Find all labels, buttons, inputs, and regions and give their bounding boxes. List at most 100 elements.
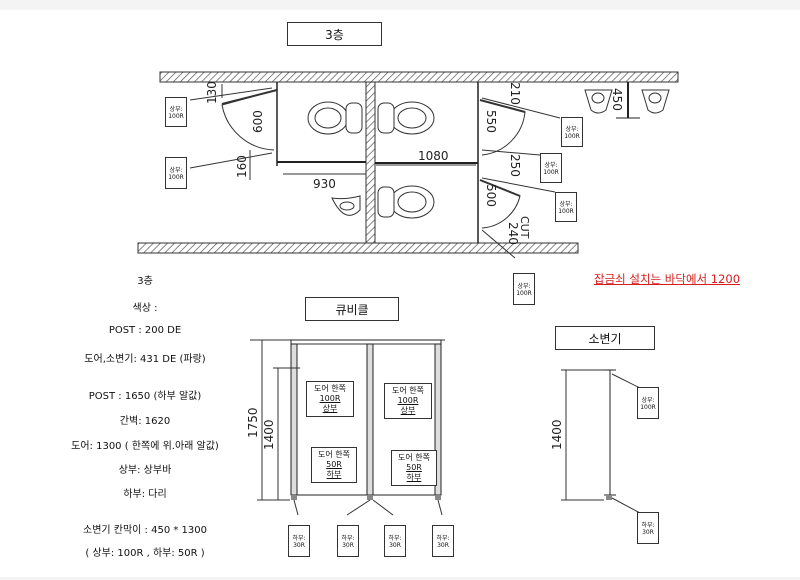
door-label-text: 50R [406,463,422,472]
tag-text: 하부: [436,535,450,542]
tag-upper-100r: 상부:100R [561,117,583,147]
door-label-text: 상부 [400,406,416,415]
dim-1750: 1750 [246,407,260,438]
post [366,343,374,496]
foot-tag: 하부:30R [384,525,406,557]
tag-text: 하부: [388,535,402,542]
door-label-text: 100R [319,394,341,403]
dim-label: 600 [251,110,265,133]
floor-title-text: 3층 [325,27,344,42]
urinal-tag-upper: 상부:100R [637,387,659,419]
door-label-text: 100R [397,396,419,405]
door-label-lower: 도어 한쪽 50R 하부 [311,447,357,483]
door-label-text: 50R [326,460,342,469]
dim-label: 250 [508,154,522,177]
urinal-title: 소변기 [555,326,655,350]
door-label-text: 도어 한쪽 [314,384,346,393]
foot-tag: 하부:30R [432,525,454,557]
note-line: POST : 1650 (하부 알값) [88,391,202,402]
note-line: 도어: 1300 ( 한쪽에 위.아래 알값) [71,441,219,452]
tag-text: 상부: [559,201,573,208]
door-label-upper: 도어 한쪽 100R 상부 [384,383,432,419]
cubicle-title: 큐비클 [305,297,399,321]
door-label-text: 하부 [406,473,422,482]
note-line: 하부: 다리 [123,489,167,500]
door-swing-right-top [479,99,526,156]
dim-label: 1080 [418,149,449,163]
dim-label: 130 [205,81,219,104]
tag-text: 100R [558,208,574,215]
dim-label: 240 [506,222,520,245]
tag-text: 상부: [544,162,558,169]
note-line: 색상 : [132,303,158,314]
door-label-text: 상부 [322,404,338,413]
door-label-text: 하부 [326,470,342,479]
tag-text: 100R [564,133,580,140]
tag-upper-100r: 상부:100R [540,153,562,183]
tag-text: 100R [516,290,532,297]
lock-height-warning: 잡금쇠 설치는 바닥에서 1200 [594,272,741,286]
tag-text: 30R [293,542,305,549]
toilet-icon [377,101,435,135]
tag-text: 100R [168,174,184,181]
urinal-title-text: 소변기 [588,331,622,346]
door-label-lower: 도어 한쪽 50R 하부 [391,450,437,486]
floor-title: 3층 [287,22,382,46]
door-label-text: 도어 한쪽 [392,386,424,395]
top-wall [159,71,679,83]
note-line: 간벽: 1620 [119,416,171,427]
tag-text: 하부: [641,522,655,529]
post [290,343,298,496]
urinal-tag-lower: 하부:30R [637,512,659,544]
door-swing-right-bottom [479,179,521,229]
tag-upper-100r: 상부:100R [165,157,187,189]
tag-upper-100r: 상부:100R [513,273,535,305]
door-label-text: 도어 한쪽 [318,450,350,459]
dim-label: 160 [235,155,249,178]
dim-label: 930 [313,177,336,191]
toilet-icon [307,101,363,135]
cubicle-title-text: 큐비클 [335,302,369,317]
note-line: ( 상부: 100R , 하부: 50R ) [85,548,205,559]
tag-text: 30R [642,529,654,536]
tag-text: 100R [168,113,184,120]
dim-1400-urinal: 1400 [550,419,564,450]
tag-text: 30R [342,542,354,549]
drawing-canvas: 130 600 160 930 1080 210 550 250 500 240… [137,71,679,516]
tag-text: 하부: [292,535,306,542]
urinal-icon [584,89,613,114]
door-swing-left [221,89,278,151]
foot-tag: 하부:30R [288,525,310,557]
dim-1400: 1400 [262,419,276,450]
door-label-text: 도어 한쪽 [398,453,430,462]
tag-upper-100r: 상부:100R [555,192,577,222]
note-line: 소변기 칸막이 : 450 * 1300 [83,525,207,536]
tag-text: 상부: [517,283,531,290]
note-line: 3층 [137,276,153,287]
cut-label: CUT [518,216,531,239]
tag-text: 30R [437,542,449,549]
cubicle-elevation [250,339,445,516]
center-wall [365,81,376,244]
tag-text: 상부: [169,167,183,174]
note-line: POST : 200 DE [108,325,182,336]
tag-text: 하부: [341,535,355,542]
drawing-sheet: 130 600 160 930 1080 210 550 250 500 240… [0,10,800,577]
tag-text: 30R [389,542,401,549]
toilet-icon [377,185,435,219]
tag-text: 100R [640,404,656,411]
bottom-wall [137,242,579,254]
floor-plan [137,71,679,259]
tag-text: 상부: [565,126,579,133]
sink-icon [331,195,361,216]
tag-text: 상부: [169,106,183,113]
note-line: 상부: 상부바 [118,465,172,476]
dim-label: 550 [484,110,498,133]
urinal-icon [641,89,670,114]
foot-tag: 하부:30R [337,525,359,557]
urinal-elevation [561,369,641,514]
tag-text: 100R [543,169,559,176]
note-line: 도어,소변기: 431 DE (파랑) [84,354,206,365]
dim-label: 500 [484,184,498,207]
dim-label: 210 [508,82,522,105]
